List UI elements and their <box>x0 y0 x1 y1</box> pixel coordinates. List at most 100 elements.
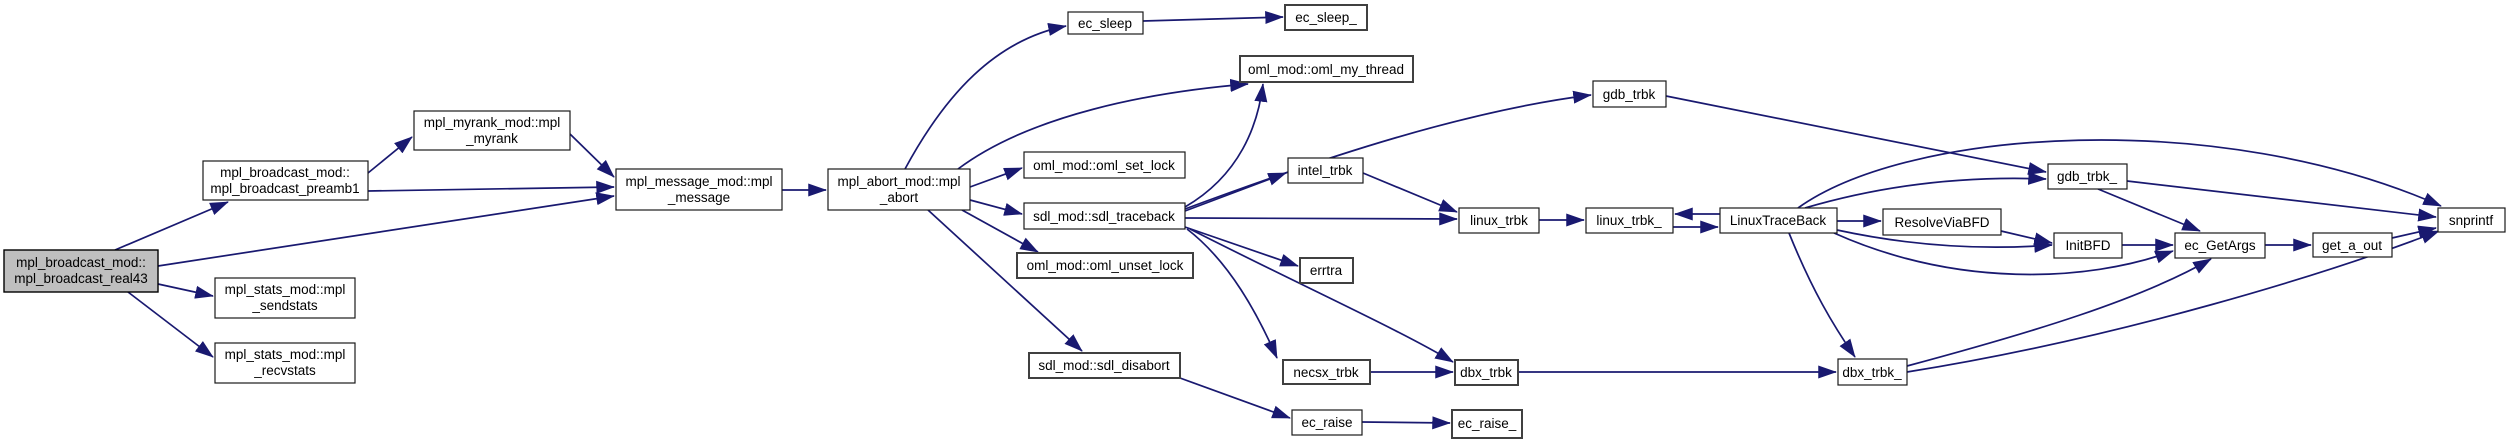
node-oml_my_thread[interactable]: oml_mod::oml_my_thread <box>1239 55 1414 83</box>
node-ResolveViaBFD[interactable]: ResolveViaBFD <box>1882 208 2002 236</box>
edge-LinuxTraceBack-to-gdb_trbk_ <box>1804 171 2047 209</box>
node-oml_unset_lock[interactable]: oml_mod::oml_unset_lock <box>1016 252 1194 279</box>
svg-text:mpl_stats_mod::mpl: mpl_stats_mod::mpl <box>225 282 346 297</box>
node-mpl_abort[interactable]: mpl_abort_mod::mpl _abort <box>827 168 971 211</box>
svg-text:dbx_trbk_: dbx_trbk_ <box>1842 365 1902 380</box>
node-ec_raise_[interactable]: ec_raise_ <box>1451 409 1523 439</box>
edge-preamb1-to-message <box>367 180 615 194</box>
node-mpl_message[interactable]: mpl_message_mod::mpl _message <box>615 168 783 211</box>
node-dbx_trbk[interactable]: dbx_trbk <box>1454 359 1519 386</box>
edge-abort-to-sdl_disabort <box>927 209 1083 352</box>
node-mpl_broadcast_preamb1[interactable]: mpl_broadcast_mod:: mpl_broadcast_preamb… <box>202 160 369 201</box>
edge-traceback-to-gdb_trbk <box>1184 90 1592 210</box>
edge-gdb_trbk_-to-snprintf <box>2126 180 2437 222</box>
svg-text:_myrank: _myrank <box>465 131 518 146</box>
node-get_a_out[interactable]: get_a_out <box>2312 232 2393 258</box>
svg-text:intel_trbk: intel_trbk <box>1298 163 1353 178</box>
node-oml_set_lock[interactable]: oml_mod::oml_set_lock <box>1023 151 1186 179</box>
svg-text:oml_mod::oml_unset_lock: oml_mod::oml_unset_lock <box>1027 258 1184 273</box>
node-gdb_trbk_[interactable]: gdb_trbk_ <box>2047 163 2128 190</box>
node-errtra[interactable]: errtra <box>1299 257 1354 284</box>
node-LinuxTraceBack[interactable]: LinuxTraceBack <box>1719 207 1838 234</box>
svg-text:sdl_mod::sdl_disabort: sdl_mod::sdl_disabort <box>1038 358 1170 373</box>
edge-abort-to-ec_sleep <box>904 23 1067 170</box>
edge-real43-to-sendstats <box>157 283 214 299</box>
edge-ec_raise-to-ec_raise_ <box>1361 416 1451 430</box>
edge-gdb_trbk_-to-ec_GetArgs <box>2097 188 2201 232</box>
edge-real43-to-message <box>157 192 615 267</box>
edge-abort-to-oml_my_thread <box>957 78 1249 170</box>
edge-abort-to-sdl_traceback <box>969 199 1023 216</box>
node-InitBFD[interactable]: InitBFD <box>2053 232 2123 259</box>
edge-ec_sleep-to-ec_sleep_ <box>1142 10 1284 25</box>
edge-get_a_out-to-snprintf <box>2391 225 2437 239</box>
node-ec_raise[interactable]: ec_raise <box>1291 409 1363 436</box>
edge-gdb_trbk-to-gdb_trbk_ <box>1665 95 2047 175</box>
svg-text:linux_trbk_: linux_trbk_ <box>1596 213 1662 228</box>
svg-text:necsx_trbk: necsx_trbk <box>1293 365 1359 380</box>
node-sdl_disabort[interactable]: sdl_mod::sdl_disabort <box>1028 352 1181 379</box>
node-snprintf[interactable]: snprintf <box>2437 207 2506 233</box>
nodes-layer: mpl_broadcast_mod:: mpl_broadcast_real43… <box>3 4 2506 439</box>
node-sdl_traceback[interactable]: sdl_mod::sdl_traceback <box>1023 202 1186 230</box>
edge-real43-to-recvstats <box>127 291 214 358</box>
svg-text:mpl_abort_mod::mpl: mpl_abort_mod::mpl <box>837 174 960 189</box>
edge-LinuxTraceBack-to-snprintf <box>1797 139 2442 209</box>
node-mpl_recvstats[interactable]: mpl_stats_mod::mpl _recvstats <box>214 342 356 384</box>
node-linux_trbk_[interactable]: linux_trbk_ <box>1585 207 1674 234</box>
svg-text:sdl_mod::sdl_traceback: sdl_mod::sdl_traceback <box>1033 209 1175 224</box>
svg-text:ec_sleep_: ec_sleep_ <box>1295 10 1357 25</box>
svg-text:_recvstats: _recvstats <box>253 363 316 378</box>
edge-preamb1-to-myrank <box>367 136 413 174</box>
svg-text:gdb_trbk: gdb_trbk <box>1603 87 1656 102</box>
svg-text:oml_mod::oml_set_lock: oml_mod::oml_set_lock <box>1033 158 1175 173</box>
svg-text:mpl_message_mod::mpl: mpl_message_mod::mpl <box>625 174 772 189</box>
svg-text:snprintf: snprintf <box>2449 213 2494 228</box>
svg-text:mpl_broadcast_preamb1: mpl_broadcast_preamb1 <box>210 181 359 196</box>
svg-text:_sendstats: _sendstats <box>251 298 318 313</box>
node-ec_GetArgs[interactable]: ec_GetArgs <box>2174 232 2266 259</box>
node-ec_sleep[interactable]: ec_sleep <box>1067 11 1144 35</box>
edges-layer <box>114 10 2442 430</box>
edge-abort-to-oml_unset_lock <box>961 209 1039 253</box>
svg-text:mpl_broadcast_mod::: mpl_broadcast_mod:: <box>220 165 350 180</box>
svg-text:mpl_myrank_mod::mpl: mpl_myrank_mod::mpl <box>424 115 561 130</box>
svg-text:dbx_trbk: dbx_trbk <box>1460 365 1512 380</box>
edge-LinuxTraceBack-to-InitBFD <box>1836 229 2053 253</box>
svg-text:errtra: errtra <box>1310 263 1343 278</box>
edge-traceback-to-errtra <box>1184 226 1299 267</box>
edge-traceback-to-necsx_trbk <box>1186 228 1278 359</box>
edge-traceback-to-linux_trbk <box>1184 212 1458 226</box>
svg-text:mpl_broadcast_mod::: mpl_broadcast_mod:: <box>16 255 146 270</box>
svg-text:ec_raise: ec_raise <box>1301 415 1352 430</box>
svg-text:ResolveViaBFD: ResolveViaBFD <box>1894 215 1989 230</box>
edge-LinuxTraceBack-to-dbx_trbk_ <box>1788 232 1856 358</box>
svg-text:gdb_trbk_: gdb_trbk_ <box>2057 169 2118 184</box>
svg-text:mpl_stats_mod::mpl: mpl_stats_mod::mpl <box>225 347 346 362</box>
node-mpl_broadcast_real43[interactable]: mpl_broadcast_mod:: mpl_broadcast_real43 <box>3 249 159 293</box>
edge-traceback-to-dbx_trbk <box>1189 228 1454 363</box>
svg-text:mpl_broadcast_real43: mpl_broadcast_real43 <box>14 271 148 286</box>
edge-ResolveViaBFD-to-InitBFD <box>2000 230 2053 246</box>
node-intel_trbk[interactable]: intel_trbk <box>1287 157 1364 184</box>
node-mpl_sendstats[interactable]: mpl_stats_mod::mpl _sendstats <box>214 277 356 319</box>
svg-text:LinuxTraceBack: LinuxTraceBack <box>1730 213 1827 228</box>
svg-text:get_a_out: get_a_out <box>2322 238 2382 253</box>
svg-text:ec_GetArgs: ec_GetArgs <box>2184 238 2256 253</box>
node-dbx_trbk_[interactable]: dbx_trbk_ <box>1837 358 1908 386</box>
node-mpl_myrank[interactable]: mpl_myrank_mod::mpl _myrank <box>413 110 571 151</box>
node-necsx_trbk[interactable]: necsx_trbk <box>1282 359 1371 385</box>
node-linux_trbk[interactable]: linux_trbk <box>1458 207 1540 234</box>
edge-dbx_trbk_-to-ec_GetArgs <box>1906 258 2212 367</box>
svg-text:InitBFD: InitBFD <box>2065 238 2110 253</box>
edge-LinuxTraceBack-to-ec_GetArgs <box>1833 232 2174 276</box>
svg-text:ec_raise_: ec_raise_ <box>1458 416 1517 431</box>
edge-intel_trbk-to-linux_trbk <box>1362 172 1458 213</box>
svg-text:ec_sleep: ec_sleep <box>1078 16 1132 31</box>
svg-text:_message: _message <box>667 190 730 205</box>
node-gdb_trbk[interactable]: gdb_trbk <box>1592 80 1667 108</box>
svg-text:oml_mod::oml_my_thread: oml_mod::oml_my_thread <box>1248 62 1404 77</box>
node-ec_sleep_[interactable]: ec_sleep_ <box>1284 4 1368 31</box>
edge-real43-to-preamb1 <box>114 201 229 251</box>
